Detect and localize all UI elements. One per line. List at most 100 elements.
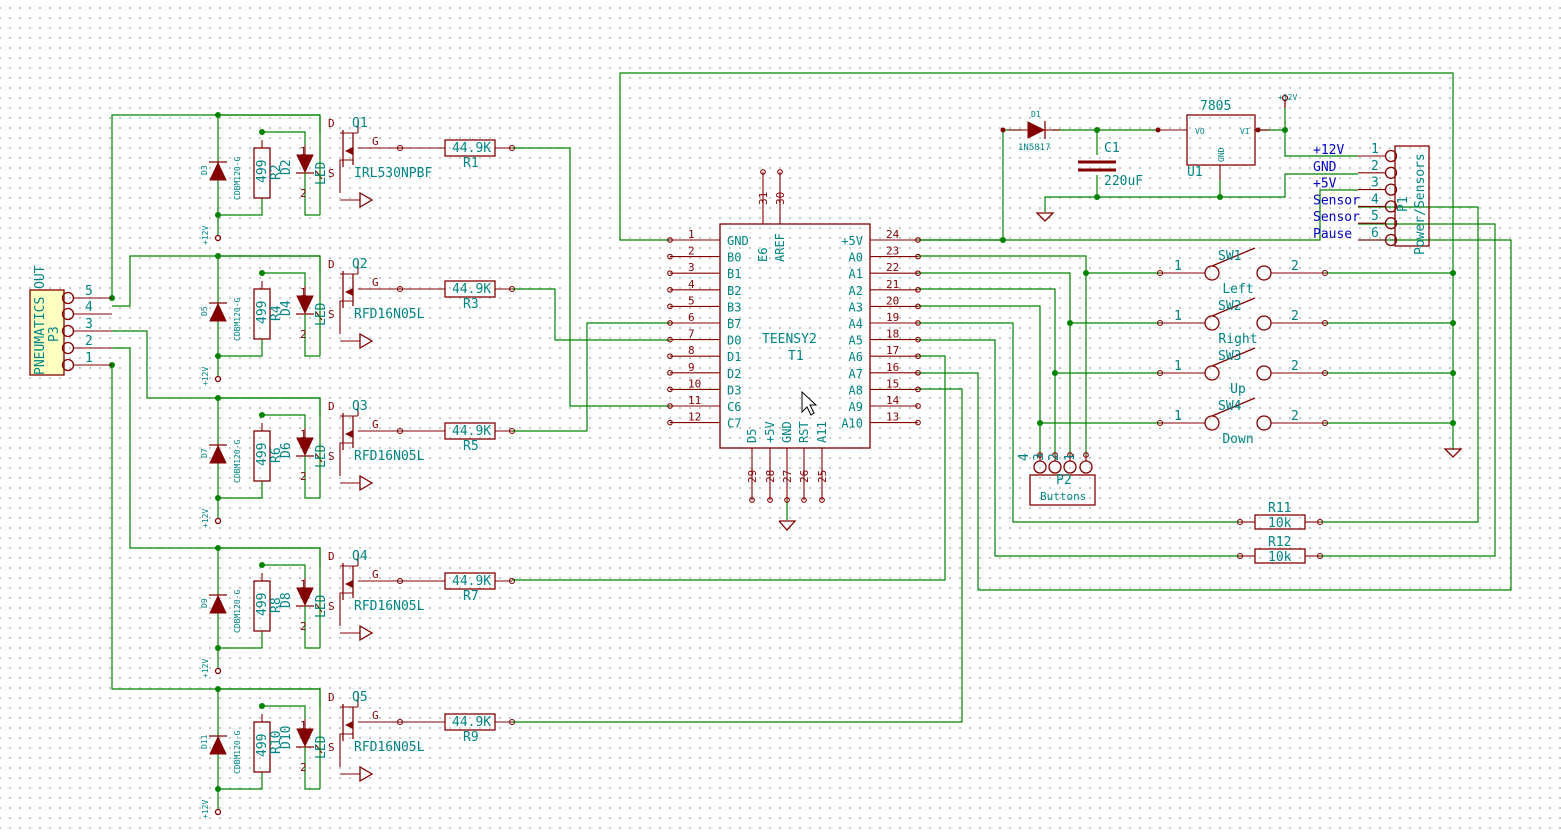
teensy-pin-number: 3: [688, 261, 695, 274]
u1-value: 7805: [1200, 99, 1231, 114]
teensy-pin-number: 6: [688, 311, 695, 324]
tvs-value: CDBM120-G: [233, 156, 242, 200]
teensy-value: TEENSY2: [762, 332, 817, 347]
gate-resistor-value: 44.9K: [452, 141, 491, 156]
led-resistor-value: 499: [255, 301, 270, 324]
p1-pin-number: 4: [1371, 192, 1379, 207]
led-ref: D4: [279, 300, 294, 316]
u1-vi-label: VI: [1240, 127, 1250, 136]
teensy-pin-name: B2: [727, 284, 741, 298]
p3-pin-number: 3: [85, 317, 93, 332]
p1-pin-number: 3: [1371, 176, 1379, 191]
switch-ref: SW4: [1218, 399, 1242, 414]
teensy-pin-name: D2: [727, 367, 741, 381]
mosfet-ref: Q4: [352, 549, 368, 564]
net-label: GND: [1313, 160, 1337, 175]
pullup-value: 10k: [1268, 516, 1292, 531]
tvs-diode[interactable]: D3 CDBM120-G: [200, 112, 320, 235]
teensy-pin-name: B1: [727, 267, 741, 281]
power-12v-label: +12V: [201, 800, 210, 819]
gate-resistor-ref: R3: [463, 297, 479, 312]
tvs-ref: D9: [200, 598, 209, 608]
p1-pin: [1384, 200, 1398, 213]
teensy-pin-name: GND: [727, 234, 749, 248]
switch-ref: SW3: [1218, 349, 1241, 364]
mosfet-pin-g: G: [372, 418, 379, 431]
led-resistor-value: 499: [255, 593, 270, 616]
connector-p1[interactable]: P1 Power/Sensors 1+12V2GND3+5V4Sensor5Se…: [1313, 142, 1430, 255]
p1-pin: [1384, 149, 1398, 163]
teensy-ref: T1: [788, 349, 804, 364]
teensy-pin-name: A4: [849, 317, 863, 331]
switch-value: Down: [1222, 432, 1253, 447]
mosfet-ref: Q5: [352, 690, 368, 705]
tvs-ref: D3: [200, 165, 209, 175]
mosfet-value: IRL530NPBF: [354, 166, 432, 181]
diode-d1[interactable]: D1 1N5817: [1000, 110, 1061, 153]
teensy-pin-number: 27: [781, 470, 794, 483]
p2-pin-number: 4: [1017, 453, 1032, 461]
teensy-pin-name: D0: [727, 334, 741, 348]
led-ref: D10: [279, 726, 294, 749]
teensy-pin-name: A5: [849, 334, 863, 348]
teensy-pin-number: 7: [688, 328, 695, 341]
led-resistor-value: 499: [255, 443, 270, 466]
mouse-cursor-icon: [801, 390, 818, 416]
net-label: Pause: [1313, 227, 1352, 242]
teensy-pin-name: A7: [849, 367, 863, 381]
teensy-pin-number: 23: [886, 245, 899, 258]
mosfet-pin-g: G: [372, 709, 379, 722]
led-value: LED: [314, 594, 329, 618]
switch-value: Left: [1222, 282, 1253, 297]
regulator-u1[interactable]: 7805 U1 VO VI GND: [1155, 99, 1271, 180]
led-pin-1: 1: [300, 428, 307, 441]
gate-resistor-ref: R9: [463, 730, 479, 745]
d1-value: 1N5817: [1018, 143, 1051, 153]
u1-gnd-label: GND: [1217, 147, 1226, 162]
led-ref: D6: [279, 442, 294, 458]
mosfet-value: RFD16N05L: [354, 599, 425, 614]
capacitor-c1[interactable]: C1 220uF: [1078, 141, 1143, 189]
mosfet-pin-s: S: [328, 600, 335, 613]
p1-body: [1394, 145, 1430, 247]
teensy-pin-name: B7: [727, 317, 741, 331]
switch-pin-1: 1: [1174, 359, 1182, 374]
teensy-pin-name: B0: [727, 251, 741, 265]
teensy-pin-number: 15: [886, 377, 899, 390]
teensy-pin-name: A1: [849, 267, 863, 281]
p2-pin-number: 2: [1047, 453, 1062, 461]
